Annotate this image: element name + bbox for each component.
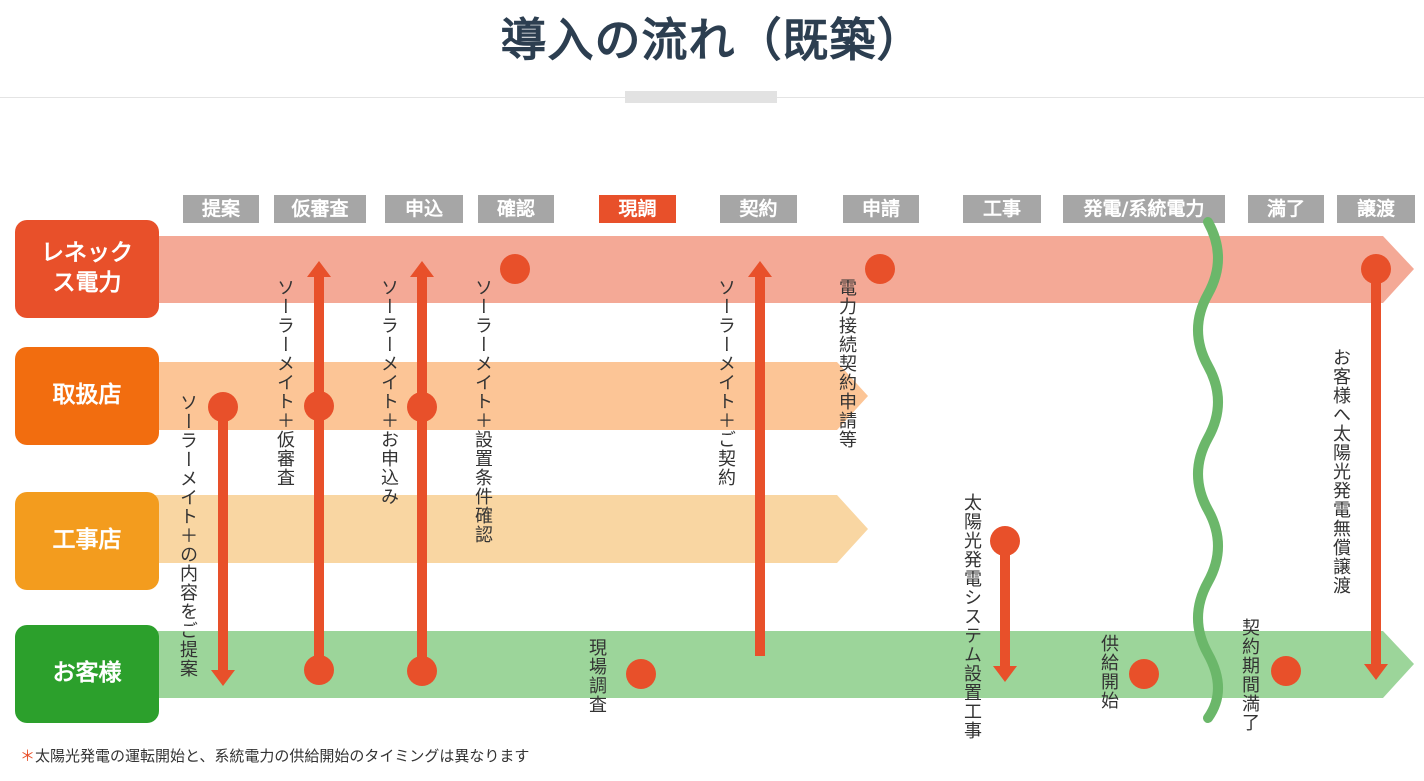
- page-title: 導入の流れ（既築）: [500, 13, 924, 67]
- footnote-text: 太陽光発電の運転開始と、系統電力の供給開始のタイミングは異なります: [35, 747, 530, 765]
- actor-renex: レネックス電力: [15, 220, 159, 318]
- label-installation: 太陽光発電システム設置工事: [961, 493, 982, 740]
- label-expiry: 契約期間満了: [1239, 618, 1260, 732]
- dot-application: [865, 254, 895, 284]
- step-site-survey: 現調: [599, 195, 676, 223]
- footnote-mark: ＊: [20, 747, 36, 765]
- label-site-survey: 現場調査: [586, 638, 607, 714]
- label-apply: ソーラーメイト＋お申込み: [378, 278, 399, 506]
- label-proposal: ソーラーメイト＋の内容をご提案: [177, 393, 198, 678]
- label-grid-application: 電力接続契約申請等: [836, 278, 857, 449]
- wave-line: [1193, 217, 1223, 723]
- dot-supply-start: [1129, 659, 1159, 689]
- dot-confirm: [500, 254, 530, 284]
- step-proposal: 提案: [183, 195, 259, 223]
- lane-contractor: [150, 495, 868, 563]
- title-accent-bar: [625, 91, 777, 103]
- actor-dealer: 取扱店: [15, 347, 159, 445]
- step-application: 申請: [843, 195, 919, 223]
- label-transfer: お客様へ太陽光発電無償譲渡: [1330, 348, 1351, 595]
- dot-site-survey: [626, 659, 656, 689]
- step-prescreen: 仮審査: [274, 195, 366, 223]
- arrow-installation: [990, 526, 1020, 682]
- step-expiry: 満了: [1248, 195, 1324, 223]
- label-prescreen: ソーラーメイト＋仮審査: [274, 278, 295, 487]
- label-supply-start: 供給開始: [1098, 634, 1119, 710]
- lane-renex: [150, 236, 1414, 303]
- actor-customer-label: お客様: [52, 660, 122, 687]
- step-transfer: 譲渡: [1337, 195, 1415, 223]
- step-apply: 申込: [385, 195, 463, 223]
- arrow-prescreen: [304, 261, 334, 685]
- label-confirm: ソーラーメイト＋設置条件確認: [472, 278, 493, 544]
- actor-customer: お客様: [15, 625, 159, 723]
- label-contract: ソーラーメイト＋ご契約: [715, 278, 736, 487]
- arrow-transfer: [1361, 254, 1391, 680]
- step-construction: 工事: [963, 195, 1041, 223]
- arrow-proposal: [208, 392, 238, 686]
- actor-dealer-label: 取扱店: [52, 382, 122, 409]
- lane-customer: [150, 631, 1414, 698]
- dot-expiry: [1271, 656, 1301, 686]
- actor-renex-label: レネックス電力: [41, 240, 133, 296]
- arrow-apply: [407, 261, 437, 686]
- footnote: ＊太陽光発電の運転開始と、系統電力の供給開始のタイミングは異なります: [20, 745, 529, 766]
- actor-contractor: 工事店: [15, 492, 159, 590]
- step-generation: 発電/系統電力: [1063, 195, 1225, 223]
- arrow-contract: [748, 261, 772, 656]
- step-confirm: 確認: [478, 195, 554, 223]
- actor-contractor-label: 工事店: [52, 527, 122, 554]
- step-contract: 契約: [720, 195, 797, 223]
